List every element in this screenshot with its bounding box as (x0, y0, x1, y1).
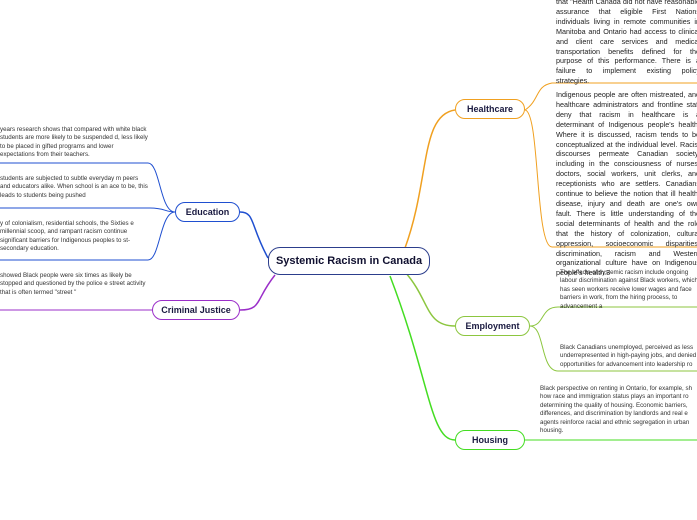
central-topic[interactable]: Systemic Racism in Canada (268, 247, 430, 275)
education-note-1: years research shows that compared with … (0, 126, 148, 159)
link-employment (404, 271, 456, 327)
healthcare-note-2: Indigenous people are often mistreated, … (556, 90, 697, 278)
link-housing (389, 275, 456, 441)
topic-criminal-justice[interactable]: Criminal Justice (152, 300, 240, 320)
criminal-justice-note-1: showed Black people were six times as li… (0, 272, 146, 296)
link-criminal-justice (239, 274, 276, 311)
topic-education[interactable]: Education (175, 202, 240, 222)
link-education-note-2 (0, 207, 176, 213)
link-healthcare (404, 109, 456, 249)
link-employment-note-2 (529, 325, 697, 372)
link-education-note-3 (0, 211, 176, 261)
topic-housing[interactable]: Housing (455, 430, 525, 450)
topic-healthcare[interactable]: Healthcare (455, 99, 525, 119)
link-healthcare-note-2 (524, 109, 697, 248)
link-education (239, 211, 269, 259)
link-employment-note-1 (529, 306, 697, 327)
education-note-3: y of colonialism, residential schools, t… (0, 220, 134, 253)
healthcare-note-1: that "Health Canada did not have reasona… (556, 0, 697, 86)
employment-note-1: The effects of systemic racism include o… (560, 269, 697, 310)
link-education-note-1 (0, 162, 176, 213)
education-note-2: students are subjected to subtle everyda… (0, 175, 148, 199)
employment-note-2: Black Canadians unemployed, perceived as… (560, 344, 697, 368)
topic-employment[interactable]: Employment (455, 316, 530, 336)
link-healthcare-note-1 (524, 82, 697, 111)
housing-note-1: Black perspective on renting in Ontario,… (540, 385, 693, 435)
